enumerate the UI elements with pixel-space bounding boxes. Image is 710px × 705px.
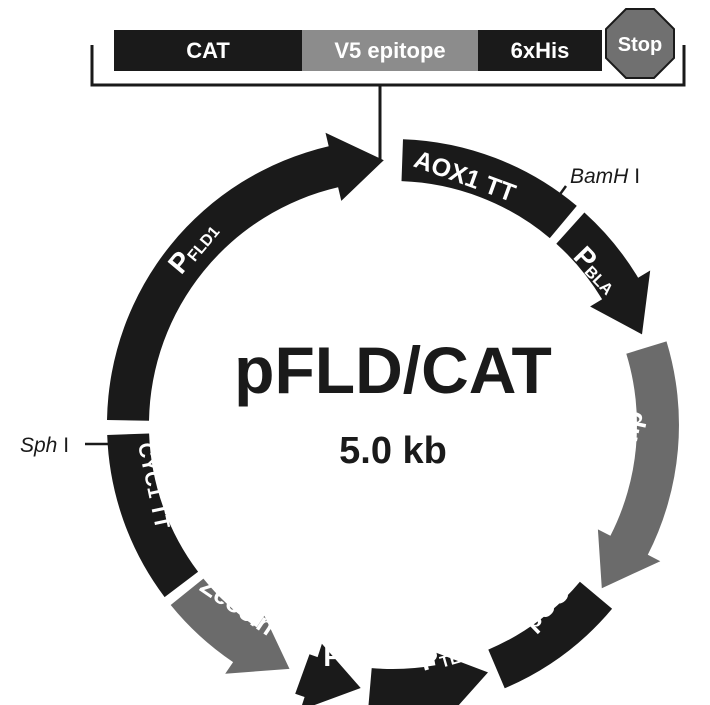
cat-label: CAT	[186, 38, 230, 63]
amp-arrow	[597, 341, 679, 589]
v5-epitope-segment	[302, 30, 478, 71]
bamh-site-label: BamH I	[570, 165, 640, 188]
pt7-arrow	[295, 643, 361, 705]
puc-segment	[488, 581, 613, 689]
v5-epitope-label: V5 epitope	[334, 38, 445, 63]
sph-site-name: Sph	[20, 434, 57, 457]
plasmid-size: 5.0 kb	[339, 430, 447, 472]
pfld1-arrow	[107, 132, 384, 421]
stop-label: Stop	[618, 34, 662, 56]
pt7-label: PT7	[323, 641, 360, 672]
zeocin-arrow	[170, 578, 290, 674]
cat-segment	[114, 30, 302, 71]
stop-octagon-icon	[605, 8, 675, 79]
bamh-site-suffix: I	[628, 165, 640, 188]
bamh-site-name: BamH	[570, 165, 629, 188]
sph-site-suffix: I	[57, 434, 69, 457]
his-tag-segment	[478, 30, 602, 71]
bamh-site-tick	[545, 185, 568, 213]
plasmid-name: pFLD/CAT	[234, 333, 552, 407]
cyc1-tt-segment	[107, 433, 199, 598]
ptef1-arrow	[368, 651, 488, 705]
plasmid-ring	[107, 132, 679, 705]
pt7-label-p: P	[323, 641, 342, 672]
sph-site-label: Sph I	[20, 434, 69, 457]
pbla-arrow	[556, 212, 651, 335]
his-tag-label: 6xHis	[511, 38, 570, 63]
aox1-tt-segment	[401, 139, 577, 239]
insert-bracket	[90, 45, 686, 160]
pt7-label-sub: T7	[342, 655, 361, 672]
